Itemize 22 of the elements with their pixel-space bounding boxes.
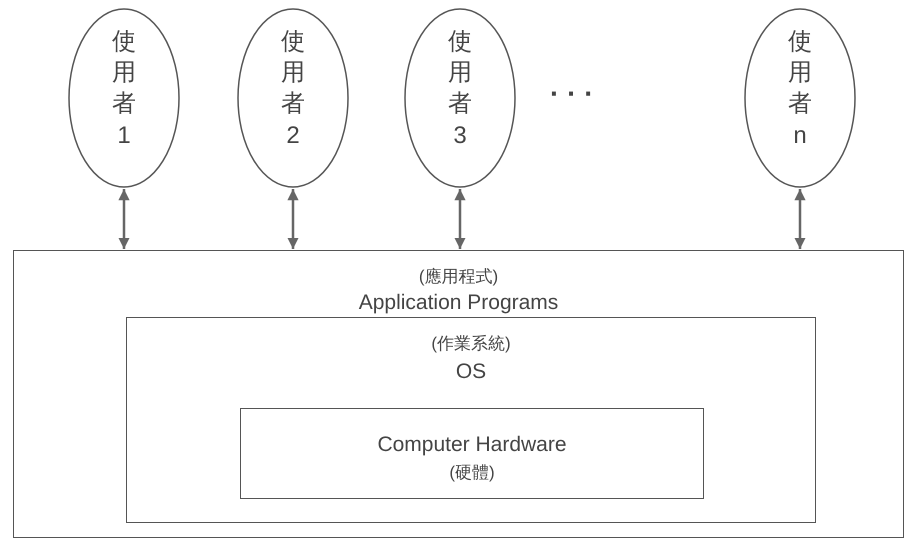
user-ellipse <box>68 8 180 188</box>
layer-label: (作業系統) <box>430 333 512 355</box>
user-label: 使用者n <box>788 27 812 151</box>
ellipsis-text: · · · <box>550 78 594 110</box>
layer-box <box>126 317 816 523</box>
user-ellipse <box>404 8 516 188</box>
layer-label: (硬體) <box>448 462 496 484</box>
double-arrow <box>794 189 806 249</box>
user-ellipse <box>237 8 349 188</box>
layer-label: (應用程式) <box>418 266 500 288</box>
double-arrow <box>287 189 299 249</box>
double-arrow <box>118 189 130 249</box>
layer-label: OS <box>454 360 488 384</box>
double-arrow <box>454 189 466 249</box>
layer-box <box>240 408 704 499</box>
layer-box <box>13 250 904 538</box>
layer-label: Computer Hardware <box>376 433 568 457</box>
user-ellipse <box>744 8 856 188</box>
user-label: 使用者1 <box>112 27 136 151</box>
layer-label: Application Programs <box>358 291 560 315</box>
user-label: 使用者3 <box>448 27 472 151</box>
user-label: 使用者2 <box>281 27 305 151</box>
